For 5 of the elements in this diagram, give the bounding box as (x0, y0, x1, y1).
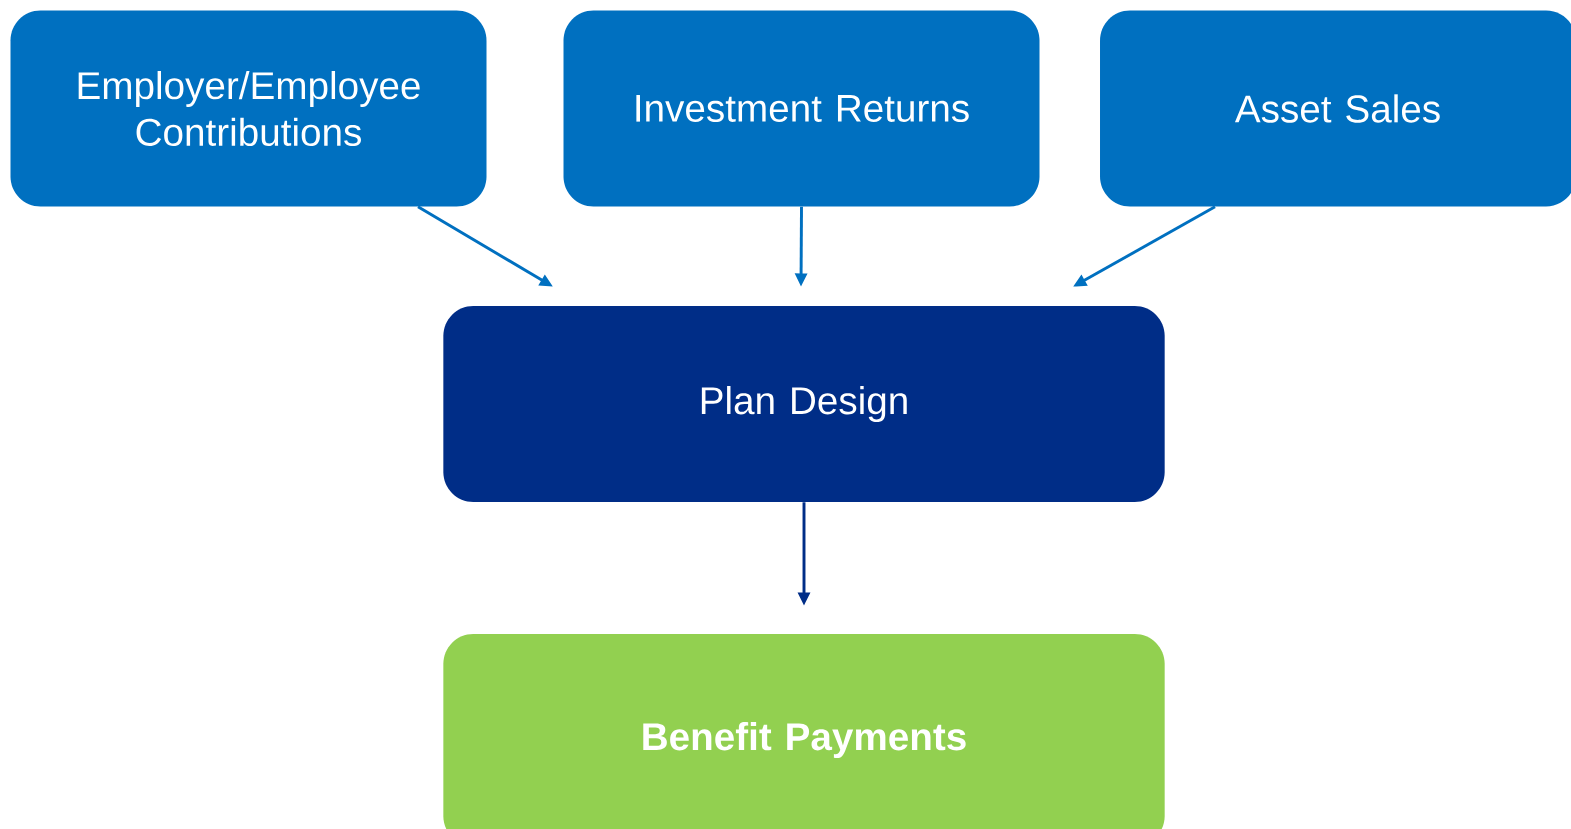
process-box: Benefit Payments (443, 634, 1165, 829)
process-box: Asset Sales (1100, 10, 1571, 207)
process-box: Plan Design (443, 306, 1165, 502)
process-box: Investment Returns (563, 10, 1040, 207)
process-box: Employer/Employee Contributions (10, 10, 487, 207)
